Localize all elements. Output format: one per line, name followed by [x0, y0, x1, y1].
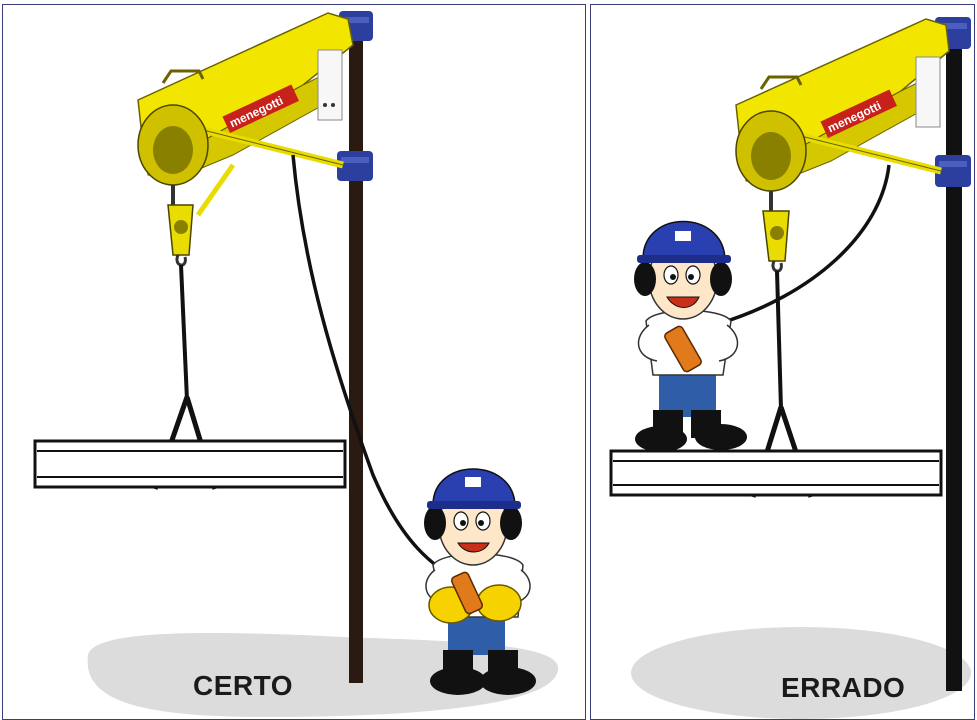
panel-correct: menegotti: [2, 4, 586, 720]
load-beam: [611, 451, 941, 495]
wrong-scene-illustration: menegotti: [591, 5, 975, 720]
worker-figure: [634, 222, 747, 453]
panel-wrong: menegotti: [590, 4, 975, 720]
support-post: [946, 23, 962, 691]
correct-scene-illustration: menegotti: [3, 5, 586, 720]
caption-correct: CERTO: [193, 670, 293, 702]
caption-wrong: ERRADO: [781, 672, 905, 704]
hoist-boom: menegotti: [138, 13, 353, 265]
load-beam: [35, 441, 345, 487]
support-post: [349, 15, 363, 683]
hoist-boom: menegotti: [736, 19, 949, 271]
control-cable: [721, 165, 889, 323]
